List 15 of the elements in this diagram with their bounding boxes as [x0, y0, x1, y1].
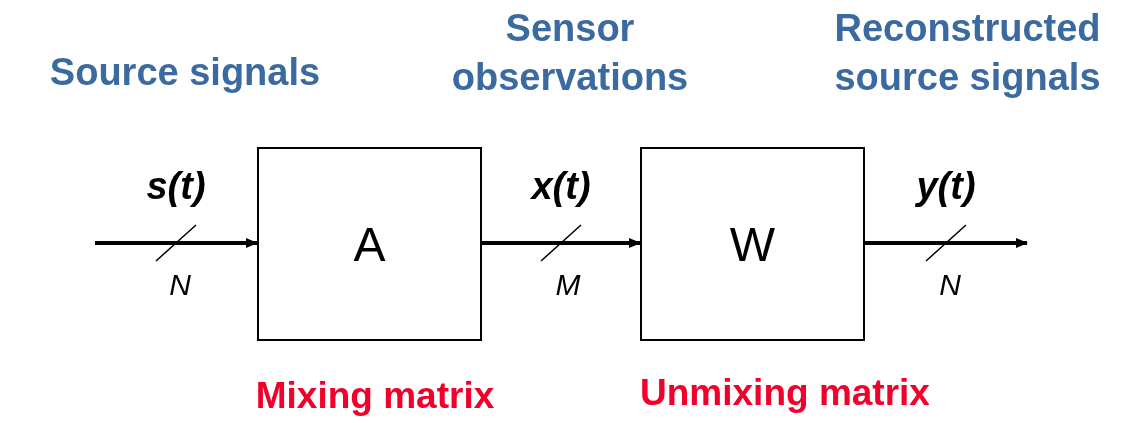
arrow [865, 238, 1028, 248]
signal-width-label: N [939, 268, 961, 302]
box-caption: Mixing matrix [255, 375, 495, 417]
signal-heading: Reconstructed source signals [833, 6, 1102, 101]
arrow [482, 238, 641, 248]
matrix-box [640, 147, 865, 341]
matrix-symbol: W [729, 216, 776, 272]
signal-heading: Sensor observations [450, 6, 690, 101]
matrix-box [257, 147, 482, 341]
matrix-symbol: A [353, 216, 386, 272]
signal-width-label: N [169, 268, 191, 302]
box-caption: Unmixing matrix [640, 372, 930, 414]
signal-heading: Source signals [48, 50, 322, 95]
signal-width-label: M [555, 268, 581, 302]
arrow [95, 238, 258, 248]
